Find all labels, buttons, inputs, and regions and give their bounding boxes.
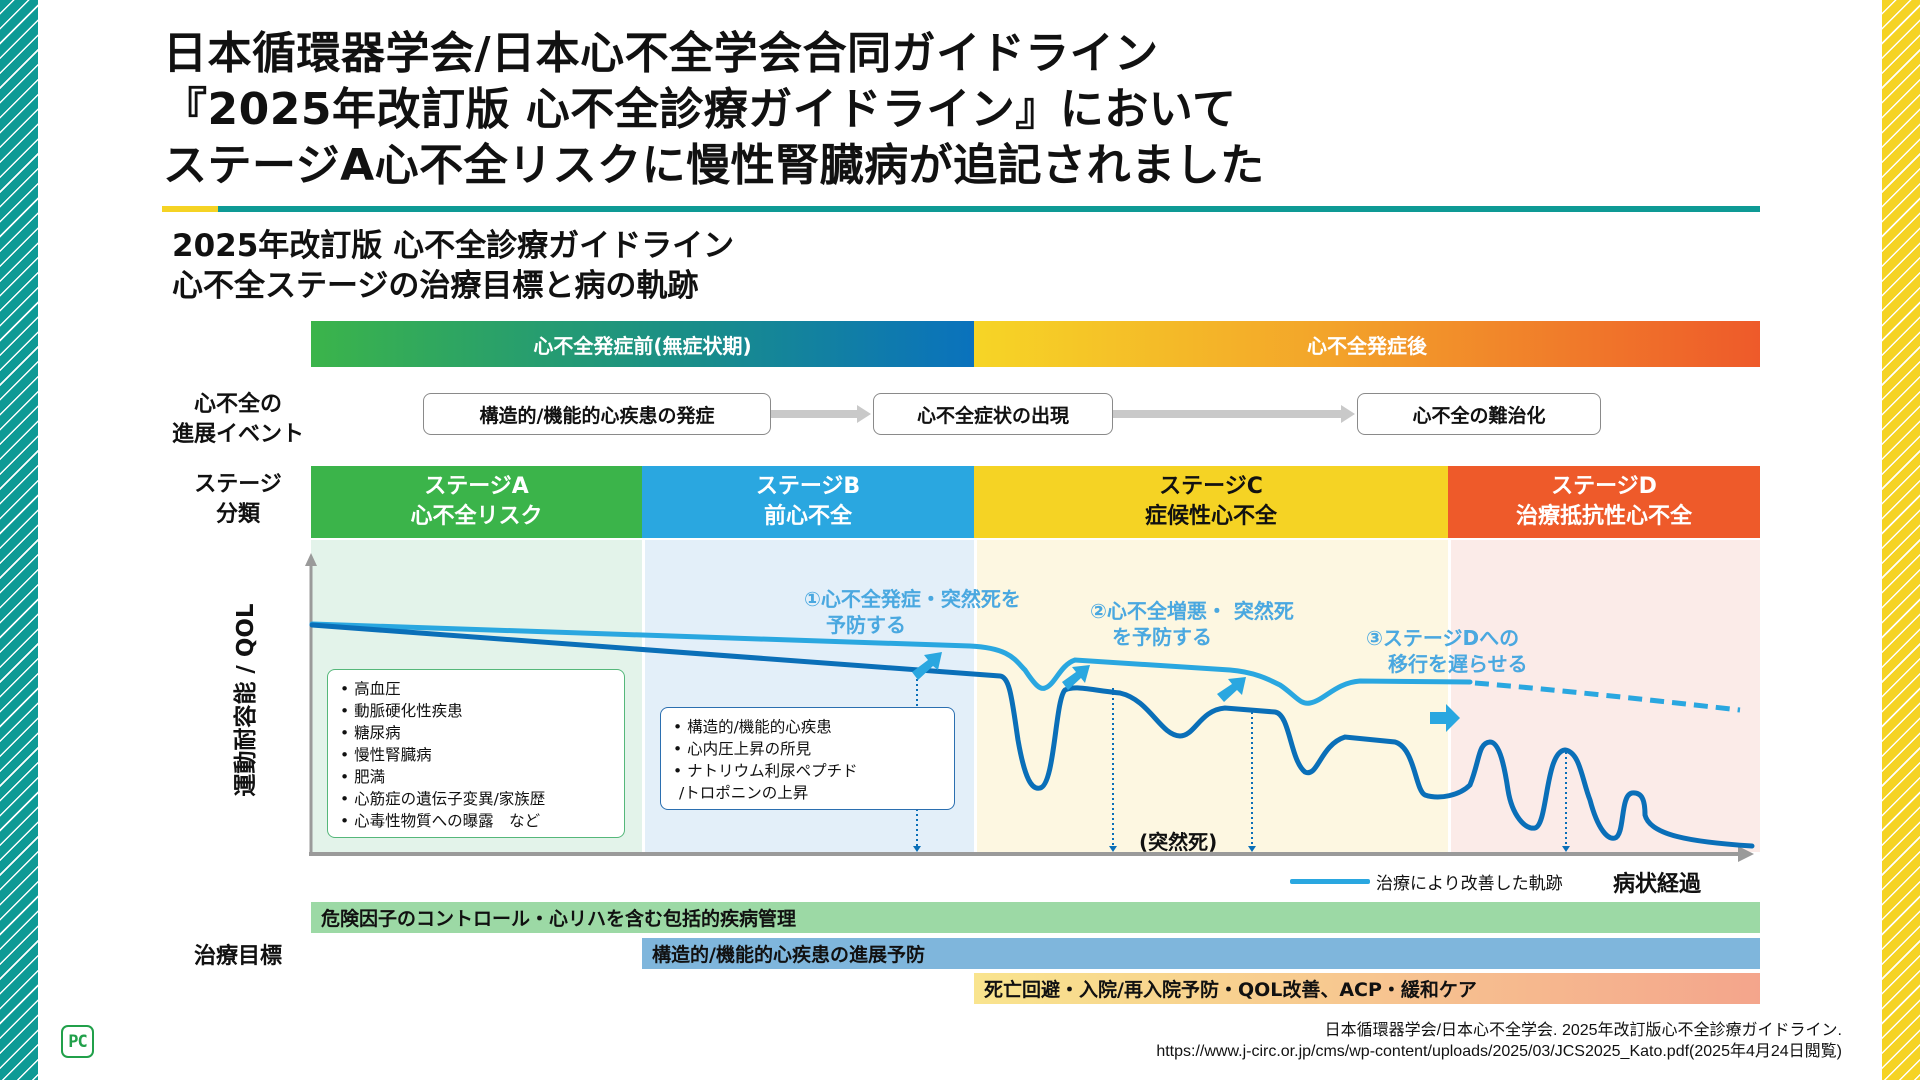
x-axis-arrow-icon bbox=[1738, 846, 1754, 862]
risk-factor-item: 高血圧 bbox=[340, 678, 624, 700]
risk-factor-item: 糖尿病 bbox=[340, 722, 624, 744]
risk-factor-item: 慢性腎臓病 bbox=[340, 744, 624, 766]
stage-d: ステージD 治療抵抗性心不全 bbox=[1448, 466, 1760, 538]
citation-url: https://www.j-circ.or.jp/cms/wp-content/… bbox=[1156, 1043, 1842, 1060]
event-arrow-icon bbox=[1113, 405, 1355, 423]
event-marker-arrow-icon bbox=[1109, 846, 1117, 852]
sudden-death-label: (突然死) bbox=[1139, 830, 1218, 854]
stage-c-name: ステージC bbox=[1159, 474, 1263, 499]
risk-factor-item: 心筋症の遺伝子変異/家族歴 bbox=[340, 788, 624, 810]
pc-logo: PC bbox=[61, 1025, 94, 1058]
citation-source: 日本循環器学会/日本心不全学会. 2025年改訂版心不全診療ガイドライン. bbox=[1324, 1022, 1842, 1039]
stage-c-desc: 症候性心不全 bbox=[1144, 504, 1277, 529]
goal-2-line: ②心不全増悪・ 突然死 bbox=[1090, 599, 1294, 623]
goal-1-line: 予防する bbox=[826, 613, 906, 637]
goal-2-annotation: ②心不全増悪・ 突然死 を予防する bbox=[1090, 598, 1294, 650]
diagram-title-line: 心不全ステージの治療目標と病の軌跡 bbox=[172, 268, 699, 304]
event-refractory: 心不全の難治化 bbox=[1357, 393, 1601, 435]
event-marker-arrow-icon bbox=[913, 846, 921, 852]
legend-improved-line-swatch bbox=[1290, 879, 1370, 884]
treatment-goal-mortality-qol: 死亡回避・入院/再入院予防・QOL改善、ACP・緩和ケア bbox=[974, 973, 1760, 1004]
stage-row-label-line: 分類 bbox=[215, 502, 260, 527]
x-axis-label: 病状経過 bbox=[1613, 872, 1702, 897]
event-marker-arrow-icon bbox=[1248, 846, 1256, 852]
event-marker-arrow-icon bbox=[1562, 846, 1570, 852]
y-axis-arrow-icon bbox=[305, 553, 317, 566]
goal-1-annotation: ①心不全発症・突然死を 予防する bbox=[804, 586, 1021, 638]
goal-3-annotation: ③ステージDへの 移行を遅らせる bbox=[1366, 625, 1528, 677]
goal-2-line: を予防する bbox=[1112, 625, 1212, 649]
improvement-arrow-right-icon bbox=[1430, 704, 1460, 732]
headline-rule-accent bbox=[162, 206, 218, 212]
headline-rule bbox=[218, 206, 1760, 212]
improvement-arrow-icon bbox=[1217, 677, 1246, 702]
treatment-goal-row-label: 治療目標 bbox=[193, 944, 282, 969]
improved-trajectory-projected-line bbox=[1474, 680, 1741, 713]
stage-b-desc: 前心不全 bbox=[763, 504, 852, 529]
risk-factor-item: 動脈硬化性疾患 bbox=[340, 700, 624, 722]
stage-b-name: ステージB bbox=[755, 474, 861, 499]
finding-item-continued: /トロポニンの上昇 bbox=[679, 784, 809, 802]
goal-1-line: ①心不全発症・突然死を bbox=[804, 587, 1021, 611]
diagram-title-line: 2025年改訂版 心不全診療ガイドライン bbox=[172, 228, 735, 264]
event-arrow-icon bbox=[771, 405, 871, 423]
stage-row-label-line: ステージ bbox=[194, 472, 282, 497]
stage-d-desc: 治療抵抗性心不全 bbox=[1515, 504, 1692, 529]
headline: 日本循環器学会/日本心不全学会合同ガイドライン 『2025年改訂版 心不全診療ガ… bbox=[163, 26, 1265, 194]
stage-b: ステージB 前心不全 bbox=[642, 466, 974, 538]
stage-a-name: ステージA bbox=[424, 474, 529, 499]
natural-trajectory-line bbox=[309, 622, 1755, 849]
improved-trajectory-line bbox=[309, 621, 1473, 706]
headline-line: ステージA心不全リスクに慢性腎臓病が追記されました bbox=[163, 140, 1265, 191]
event-structural-disease-onset: 構造的/機能的心疾患の発症 bbox=[423, 393, 771, 435]
goal-3-line: ③ステージDへの bbox=[1366, 626, 1520, 650]
finding-item: 心内圧上昇の所見 bbox=[673, 738, 954, 760]
stage-a-risk-factors: 高血圧 動脈硬化性疾患 糖尿病 慢性腎臓病 肥満 心筋症の遺伝子変異/家族歴 心… bbox=[327, 669, 625, 838]
stage-d-zone bbox=[1451, 540, 1760, 852]
stage-c: ステージC 症候性心不全 bbox=[974, 466, 1448, 538]
risk-factor-item: 肥満 bbox=[340, 766, 624, 788]
goal-3-line: 移行を遅らせる bbox=[1388, 652, 1528, 676]
stage-row-label: ステージ 分類 bbox=[168, 470, 308, 530]
improvement-arrow-icon bbox=[1062, 665, 1090, 690]
events-row-label: 心不全の 進展イベント bbox=[168, 390, 308, 450]
y-axis-label: 運動耐容能 / QOL bbox=[233, 603, 259, 797]
citation: 日本循環器学会/日本心不全学会. 2025年改訂版心不全診療ガイドライン. ht… bbox=[1156, 1020, 1842, 1062]
stage-c-zone bbox=[977, 540, 1448, 852]
finding-item: ナトリウム利尿ペプチド bbox=[673, 760, 954, 782]
headline-line: 日本循環器学会/日本心不全学会合同ガイドライン bbox=[163, 28, 1159, 79]
events-row-label-line: 進展イベント bbox=[171, 422, 304, 447]
headline-line: 『2025年改訂版 心不全診療ガイドライン』において bbox=[163, 84, 1237, 135]
diagram-title: 2025年改訂版 心不全診療ガイドライン 心不全ステージの治療目標と病の軌跡 bbox=[172, 226, 734, 306]
legend-improved-label: 治療により改善した軌跡 bbox=[1376, 874, 1563, 894]
events-row-label-line: 心不全の bbox=[193, 392, 282, 417]
treatment-goal-progression-prevention: 構造的/機能的心疾患の進展予防 bbox=[642, 938, 1760, 969]
stage-b-findings: 構造的/機能的心疾患 心内圧上昇の所見 ナトリウム利尿ペプチド /トロポニンの上… bbox=[660, 707, 955, 810]
left-decorative-stripe bbox=[0, 0, 38, 1080]
finding-item: 構造的/機能的心疾患 bbox=[673, 716, 954, 738]
improvement-arrow-icon bbox=[912, 652, 942, 680]
stage-a-desc: 心不全リスク bbox=[410, 504, 543, 529]
right-decorative-stripe bbox=[1882, 0, 1920, 1080]
phase-post-onset: 心不全発症後 bbox=[974, 321, 1760, 367]
treatment-goal-comprehensive-management: 危険因子のコントロール・心リハを含む包括的疾病管理 bbox=[311, 902, 1760, 933]
risk-factor-item: 心毒性物質への曝露 など bbox=[340, 810, 624, 832]
stage-a: ステージA 心不全リスク bbox=[311, 466, 642, 538]
phase-pre-onset: 心不全発症前(無症状期) bbox=[311, 321, 974, 367]
stage-d-name: ステージD bbox=[1551, 474, 1657, 499]
event-symptom-onset: 心不全症状の出現 bbox=[873, 393, 1113, 435]
